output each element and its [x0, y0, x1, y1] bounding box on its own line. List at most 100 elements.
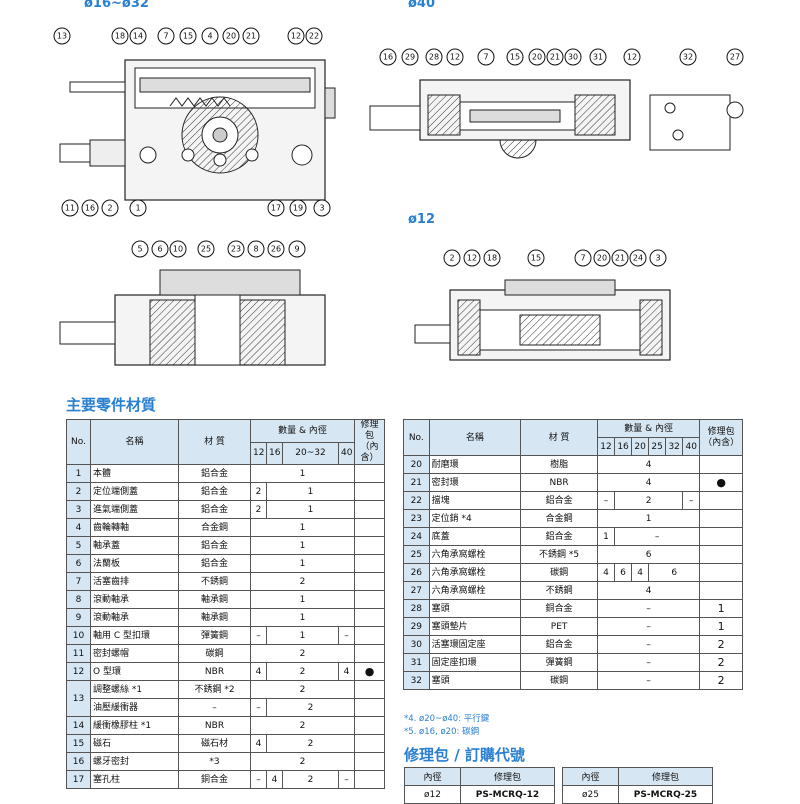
- svg-text:26: 26: [271, 245, 281, 254]
- svg-text:12: 12: [291, 32, 301, 41]
- drawing-16-32-top: [59, 59, 336, 201]
- svg-text:7: 7: [483, 53, 488, 62]
- svg-text:19: 19: [293, 204, 303, 213]
- cell-qty: 2: [266, 734, 355, 753]
- cell-qty: 1: [596, 509, 701, 528]
- callout-7: 7: [574, 249, 592, 267]
- cell-kit: [699, 581, 743, 600]
- cell-no: 24: [403, 527, 430, 546]
- cell-name: 軸用 C 型扣環: [90, 626, 179, 645]
- cell-name: 活塞環固定座: [428, 635, 522, 654]
- callout-3: 3: [313, 199, 331, 217]
- cell-qty: 2: [250, 716, 355, 735]
- cell-material: PET: [520, 617, 598, 636]
- cell-material: 碳鋼: [520, 671, 598, 690]
- callout-10: 10: [169, 240, 187, 258]
- svg-text:7: 7: [580, 254, 585, 263]
- cell-no: 2: [66, 482, 91, 501]
- cell-kit: [354, 572, 385, 591]
- callout-22: 22: [305, 27, 323, 45]
- drawing-12-section: [414, 279, 671, 361]
- cell-name: 齒輪轉軸: [90, 518, 179, 537]
- cell-no: 32: [403, 671, 430, 690]
- callout-12: 12: [446, 48, 464, 66]
- cell-qty: 2: [250, 752, 355, 771]
- callout-26: 26: [267, 240, 285, 258]
- cell-kit: [354, 500, 385, 519]
- cell-qty: –: [596, 617, 701, 636]
- cell-material: NBR: [178, 662, 251, 681]
- size-12: 12: [250, 441, 267, 465]
- kit-code: PS-MCRQ-12: [460, 785, 555, 804]
- kit-col-bore: 內徑: [404, 767, 461, 786]
- callout-19: 19: [289, 199, 307, 217]
- callout-17: 17: [267, 199, 285, 217]
- cell-name: 耐磨環: [428, 455, 522, 474]
- drawing-16-32-section: [59, 269, 326, 366]
- cell-qty: –: [596, 635, 701, 654]
- size-20-32: 20~32: [282, 441, 339, 465]
- callout-8: 8: [247, 240, 265, 258]
- callout-32: 32: [679, 48, 697, 66]
- cell-name: 塞頭: [428, 599, 522, 618]
- cell-qty: –: [596, 653, 701, 672]
- cell-no: 6: [66, 554, 91, 573]
- cell-name: 擋塊: [428, 491, 522, 510]
- callout-21: 21: [242, 27, 260, 45]
- cell-qty: 4: [596, 563, 616, 582]
- cell-material: 碳鋼: [178, 644, 251, 663]
- cell-no: 25: [403, 545, 430, 564]
- kit-code: PS-MCRQ-25: [618, 785, 713, 804]
- parts-table-left: No. 名稱 材 質 數量 & 內徑 修理包 （內含） 12 16 20~32 …: [66, 419, 385, 789]
- kit-bore: ø25: [562, 785, 619, 804]
- callout-18: 18: [483, 249, 501, 267]
- cell-kit: 1: [699, 617, 743, 636]
- cell-no: 14: [66, 716, 91, 735]
- cell-kit: [354, 626, 385, 645]
- cell-qty: 4: [338, 662, 355, 681]
- svg-text:12: 12: [467, 254, 477, 263]
- cell-kit: 2: [699, 653, 743, 672]
- cell-no: 21: [403, 473, 430, 492]
- size-16: 16: [266, 441, 283, 465]
- cell-name: 法蘭板: [90, 554, 179, 573]
- size-40: 40: [682, 437, 701, 456]
- cell-kit: [354, 554, 385, 573]
- col-material: 材 質: [520, 419, 598, 456]
- cell-material: 鋁合金: [178, 500, 251, 519]
- callout-20: 20: [222, 27, 240, 45]
- cell-material: 軸承鋼: [178, 590, 251, 609]
- callout-21: 21: [611, 249, 629, 267]
- svg-text:9: 9: [294, 245, 299, 254]
- callout-12: 12: [287, 27, 305, 45]
- cell-material: 碳鋼: [520, 563, 598, 582]
- cell-material: 磁石材: [178, 734, 251, 753]
- callout-2: 2: [443, 249, 461, 267]
- cell-no: 29: [403, 617, 430, 636]
- svg-text:11: 11: [65, 204, 75, 213]
- col-name: 名稱: [90, 419, 179, 465]
- cell-qty: 2: [250, 572, 355, 591]
- cell-no: 4: [66, 518, 91, 537]
- svg-text:25: 25: [201, 245, 211, 254]
- cell-qty: 6: [648, 563, 701, 582]
- callout-21: 21: [546, 48, 564, 66]
- drawing-title-40: ø40: [408, 0, 436, 11]
- cell-qty: 4: [250, 734, 267, 753]
- cell-name: 活塞齒排: [90, 572, 179, 591]
- cell-qty: 6: [596, 545, 701, 564]
- cell-name: 密封環: [428, 473, 522, 492]
- cell-no: 5: [66, 536, 91, 555]
- cell-material: 不銹鋼 *5: [520, 545, 598, 564]
- callout-12: 12: [463, 249, 481, 267]
